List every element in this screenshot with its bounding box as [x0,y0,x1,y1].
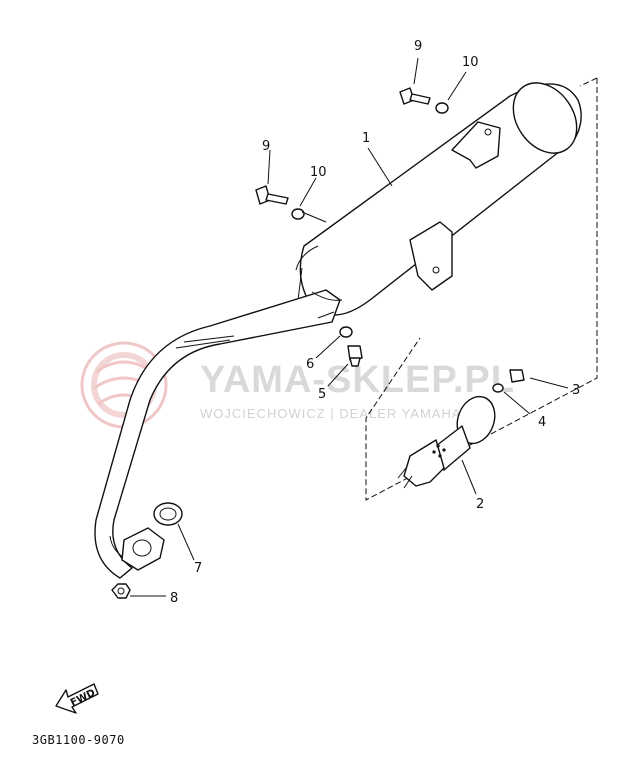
washer-clamp [339,326,353,338]
part-number-label: 3 [572,383,580,398]
watermark: YAMA-SKLEP.PL WOJCIECHOWICZ | DEALER YAM… [80,341,514,429]
bolt-arrester [509,369,525,383]
nut [111,583,131,599]
fwd-arrow-icon: FWD [55,683,99,714]
washer-arrester [492,383,504,393]
part-numbers: 1 2 3 4 5 6 7 8 9 9 10 10 [170,39,580,606]
part-number-label: 4 [538,415,546,430]
part-number-label: 8 [170,591,178,606]
part-number-label: 10 [310,165,327,180]
diagram-code: 3GB1100-9070 [32,733,125,747]
spark-arrester [397,395,496,489]
washer-upper [435,102,449,114]
bolt-upper [399,87,431,105]
exhaust-flange [121,527,165,571]
part-number-label: 9 [262,139,270,154]
part-number-label: 1 [362,131,370,146]
bolt-lower [255,185,289,205]
assembly-boundary-top [579,77,598,87]
muffler [295,82,582,321]
part-number-label: 6 [306,357,314,372]
exhaust-gasket [153,502,183,526]
part-number-label: 5 [318,387,326,402]
part-number-label: 10 [462,55,479,70]
bolt-clamp [347,345,363,367]
part-number-label: 9 [414,39,422,54]
washer-lower [291,208,305,220]
part-number-label: 7 [194,561,202,576]
part-number-label: 2 [476,497,484,512]
watermark-subtitle: WOJCIECHOWICZ | DEALER YAMAHA [200,406,462,421]
exhaust-pipe [94,289,343,579]
leader-lines [130,57,569,597]
assembly-boundary [365,78,598,501]
